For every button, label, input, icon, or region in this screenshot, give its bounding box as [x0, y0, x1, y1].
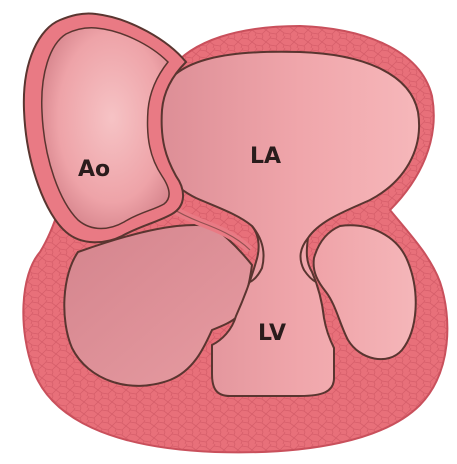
- aorta-label: Ao: [78, 157, 110, 182]
- left-atrium-label: LA: [250, 144, 281, 169]
- left-ventricle-label: LV: [258, 321, 286, 346]
